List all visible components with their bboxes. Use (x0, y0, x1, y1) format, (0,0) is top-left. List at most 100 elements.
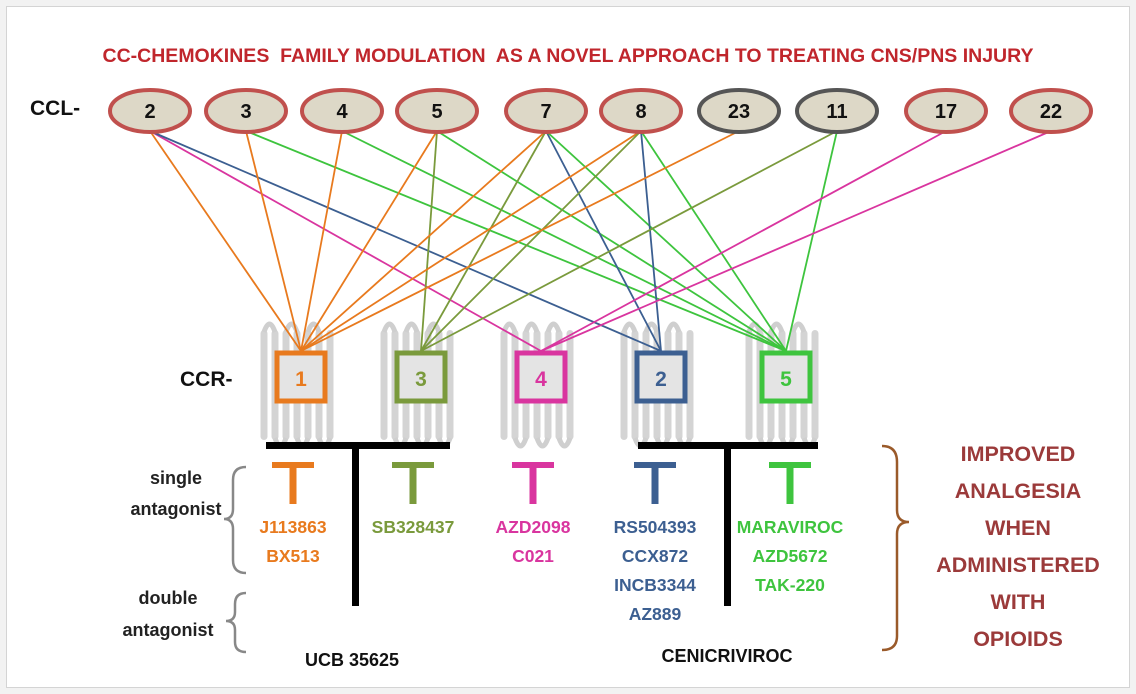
outcome-brace (881, 444, 910, 652)
drug-name: BX513 (266, 546, 320, 566)
ucb-35625-label: UCB 35625 (305, 650, 399, 670)
ccr-prefix: CCR- (180, 368, 233, 391)
receptor-label: 4 (535, 368, 547, 391)
diagram-title: CC-CHEMOKINES FAMILY MODULATION AS A NOV… (102, 45, 1033, 67)
connection-ccl11-ccr3 (420, 130, 838, 352)
binding-lines (149, 130, 1052, 352)
drug-name: MARAVIROC (737, 517, 844, 537)
ligand-oval (697, 88, 781, 134)
connection-ccl3-ccr5 (245, 130, 787, 352)
ucb-bar-horizontal (266, 442, 450, 449)
receptor-boxes: 1 3 4 2 5 (274, 350, 813, 404)
outcome-line: WITH (991, 590, 1046, 614)
ligand-label: 7 (540, 101, 551, 123)
ligand-oval (1009, 88, 1093, 134)
cenicriviroc-bar-vertical (724, 446, 731, 606)
connection-ccl2-ccr1 (149, 130, 302, 352)
outcome-line: IMPROVED (961, 442, 1076, 466)
ligand-label: 4 (336, 101, 348, 123)
outcome-line: ANALGESIA (955, 479, 1082, 503)
receptor-box (634, 350, 688, 404)
single-antagonist-brace (223, 465, 247, 575)
receptor-box (394, 350, 448, 404)
receptor-box (514, 350, 568, 404)
ligand-ccl4: 4 (300, 88, 384, 134)
t-symbol-ccr3 (392, 462, 434, 504)
ligand-oval (795, 88, 879, 134)
connection-ccl8-ccr3 (420, 130, 642, 352)
connection-ccl5-ccr5 (436, 130, 787, 352)
receptor-box (759, 350, 813, 404)
t-symbol-ccr1 (272, 462, 314, 504)
connection-ccl8-ccr1 (300, 130, 642, 352)
ucb-bar-vertical (352, 446, 359, 606)
cenicriviroc-label: CENICRIVIROC (661, 646, 792, 666)
connection-ccl5-ccr1 (300, 130, 438, 352)
connection-ccl4-ccr1 (300, 130, 343, 352)
outcome-line: WHEN (985, 516, 1051, 540)
ligand-ccl2: 2 (108, 88, 192, 134)
drug-name: SB328437 (372, 517, 455, 537)
connection-ccl7-ccr1 (300, 130, 547, 352)
receptor-label: 5 (780, 368, 792, 391)
connection-ccl7-ccr3 (420, 130, 547, 352)
single-antagonist-label-line1: single (150, 468, 202, 488)
connection-ccl4-ccr5 (341, 130, 787, 352)
drug-name: AZD2098 (496, 517, 571, 537)
connection-ccl5-ccr3 (420, 130, 438, 352)
double-antagonist-label-line1: double (139, 588, 198, 608)
ligand-oval (204, 88, 288, 134)
ligand-ccl8: 8 (599, 88, 683, 134)
receptor-ccr3: 3 (394, 350, 448, 404)
receptor-ccr2: 2 (634, 350, 688, 404)
drug-name: AZ889 (629, 604, 682, 624)
drug-name: J113863 (259, 517, 326, 537)
ligand-label: 8 (635, 101, 646, 123)
connection-ccl2-ccr2 (149, 130, 662, 352)
drug-name: INCB3344 (614, 575, 696, 595)
ligand-oval (504, 88, 588, 134)
ligand-oval (395, 88, 479, 134)
connection-ccl23-ccr1 (300, 130, 740, 352)
drug-name: CCX872 (622, 546, 688, 566)
single-antagonist-label-line2: antagonist (130, 499, 221, 519)
connection-ccl8-ccr5 (640, 130, 787, 352)
connection-ccl17-ccr4 (540, 130, 947, 352)
drug-name: TAK-220 (755, 575, 825, 595)
drug-name: RS504393 (614, 517, 697, 537)
outcome-line: ADMINISTERED (936, 553, 1100, 577)
drug-name: C021 (512, 546, 554, 566)
connection-ccl8-ccr2 (640, 130, 662, 352)
ligand-label: 5 (431, 101, 442, 123)
antagonist-bars (266, 442, 818, 606)
ligand-label: 3 (240, 101, 251, 123)
cenicriviroc-bar-horizontal (638, 442, 818, 449)
ccl-prefix: CCL- (30, 97, 80, 120)
receptor-ccr1: 1 (274, 350, 328, 404)
receptor-label: 2 (655, 368, 667, 391)
ligand-ccl23: 23 (697, 88, 781, 134)
receptor-label: 3 (415, 368, 427, 391)
ligand-ccl17: 17 (904, 88, 988, 134)
double-antagonist-brace (225, 591, 247, 654)
ligand-label: 23 (728, 101, 750, 123)
receptor-box (274, 350, 328, 404)
t-symbol-ccr2 (634, 462, 676, 504)
ligand-ccl3: 3 (204, 88, 288, 134)
ligand-label: 22 (1040, 101, 1062, 123)
receptor-ccr5: 5 (759, 350, 813, 404)
ligand-label: 11 (826, 101, 847, 123)
ligand-ccl7: 7 (504, 88, 588, 134)
antagonist-type-labels: single antagonist double antagonist (122, 465, 247, 654)
connection-ccl7-ccr5 (545, 130, 787, 352)
ligand-label: 2 (144, 101, 155, 123)
drug-name: AZD5672 (753, 546, 828, 566)
connection-ccl11-ccr5 (785, 130, 838, 352)
